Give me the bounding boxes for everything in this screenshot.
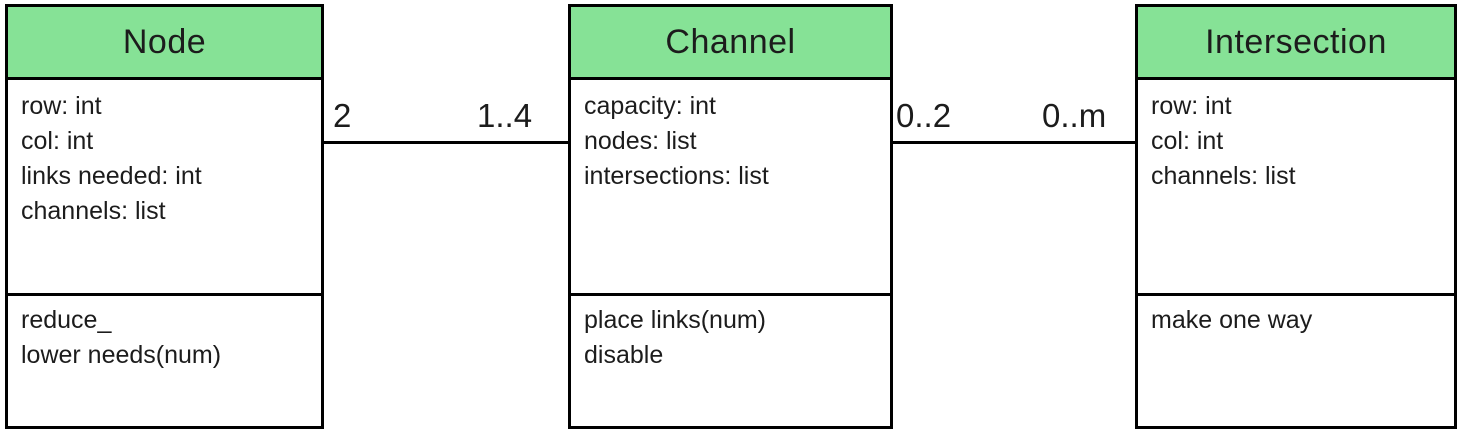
attribute-line: col: int bbox=[21, 127, 94, 155]
attribute-line: intersections: list bbox=[584, 162, 769, 190]
attribute-line: nodes: list bbox=[584, 127, 697, 155]
multiplicity-label-channel-left-side: 1..4 bbox=[477, 97, 533, 134]
class-methods-channel: place links(num) disable bbox=[571, 296, 890, 426]
multiplicity-label-node-side: 2 bbox=[333, 97, 352, 134]
method-line: place links(num) bbox=[584, 306, 767, 334]
association-line-channel-intersection bbox=[890, 141, 1137, 144]
attribute-line: channels: list bbox=[1151, 162, 1296, 190]
method-line: reduce_ bbox=[21, 306, 112, 334]
class-title: Intersection bbox=[1205, 22, 1387, 61]
class-header-node: Node bbox=[8, 7, 321, 80]
class-title: Node bbox=[122, 22, 207, 61]
class-header-intersection: Intersection bbox=[1138, 7, 1454, 80]
attribute-line: row: int bbox=[1151, 92, 1232, 120]
class-attributes-intersection: row: int col: int channels: list bbox=[1138, 80, 1454, 296]
multiplicity-label-channel-right-side: 0..2 bbox=[896, 97, 952, 134]
multiplicity-label-intersection-side: 0..m bbox=[1042, 97, 1107, 134]
class-header-channel: Channel bbox=[571, 7, 890, 80]
class-attributes-channel: capacity: int nodes: list intersections:… bbox=[571, 80, 890, 296]
attribute-line: col: int bbox=[1151, 127, 1224, 155]
class-box-node: Node row: int col: int links needed: int… bbox=[5, 4, 324, 429]
class-attributes-node: row: int col: int links needed: int chan… bbox=[8, 80, 321, 296]
attribute-line: capacity: int bbox=[584, 92, 717, 120]
association-line-node-channel bbox=[322, 141, 570, 144]
attribute-line: channels: list bbox=[21, 197, 166, 225]
method-line: lower needs(num) bbox=[21, 341, 222, 369]
class-box-channel: Channel capacity: int nodes: list inters… bbox=[568, 4, 893, 429]
method-line: make one way bbox=[1151, 306, 1313, 334]
class-title: Channel bbox=[665, 22, 796, 61]
class-box-intersection: Intersection row: int col: int channels:… bbox=[1135, 4, 1457, 429]
attribute-line: row: int bbox=[21, 92, 102, 120]
class-methods-intersection: make one way bbox=[1138, 296, 1454, 426]
method-line: disable bbox=[584, 341, 664, 369]
class-methods-node: reduce_ lower needs(num) bbox=[8, 296, 321, 426]
attribute-line: links needed: int bbox=[21, 162, 202, 190]
